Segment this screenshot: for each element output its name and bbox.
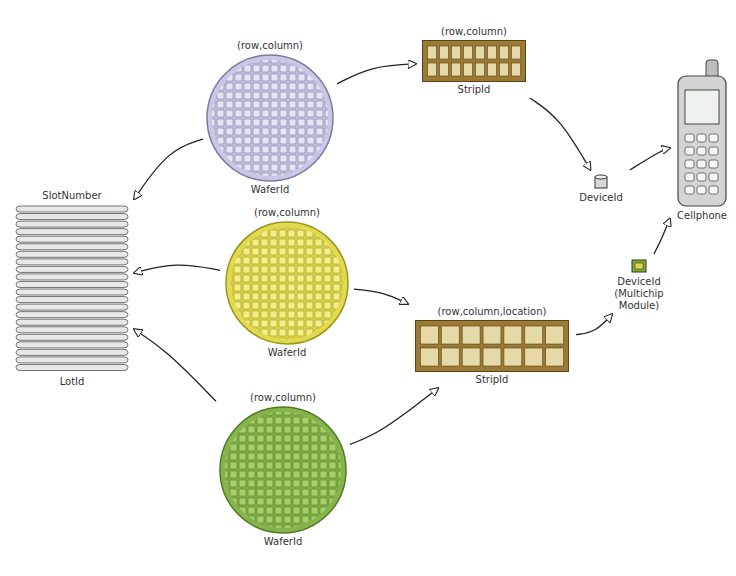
cellphone: Cellphone (672, 58, 732, 222)
node-label: (row,column) (248, 392, 318, 404)
node-label: (row,column,location) (436, 306, 549, 318)
connector-arrow (654, 218, 670, 254)
wafer: (row,column) WaferId (222, 207, 352, 359)
wafer: (row,column) WaferId (205, 40, 335, 196)
node-label: Cellphone (675, 210, 729, 222)
strip-shape (422, 40, 526, 82)
connector-arrow (576, 314, 612, 335)
strip: (row,column) StripId (418, 26, 530, 96)
lot-stack: SlotNumberLotId (12, 190, 132, 388)
connector-arrow (134, 329, 216, 401)
connector-arrow (354, 289, 408, 304)
device-shape (592, 174, 610, 190)
wafer: (row,column) WaferId (218, 392, 348, 548)
node-label: (row,column) (252, 207, 322, 219)
lot-stack-shape (14, 204, 130, 374)
node-label: LotId (58, 376, 87, 388)
connector-arrow (630, 148, 670, 170)
strip: (row,column,location) StripId (410, 306, 574, 386)
node-label: (row,column) (439, 26, 509, 38)
connector-arrow (337, 64, 416, 84)
connector-arrow (530, 98, 591, 170)
node-label: (row,column) (235, 40, 305, 52)
connector-arrow (350, 388, 438, 444)
node-label: WaferId (249, 184, 291, 196)
node-label: WaferId (266, 347, 308, 359)
connector-arrow (134, 265, 220, 273)
node-label: SlotNumber (40, 190, 103, 202)
wafer-shape (225, 221, 349, 345)
cellphone-shape (676, 60, 728, 208)
multichip-module-shape (630, 258, 648, 274)
node-label: StripId (474, 374, 511, 386)
connector-arrow (134, 139, 203, 199)
wafer-shape (219, 406, 347, 534)
node-label: WaferId (262, 536, 304, 548)
node-label: DeviceId (Multichip Module) (594, 276, 684, 312)
multichip-module: DeviceId (Multichip Module) (594, 256, 684, 312)
device: DeviceId (566, 172, 636, 204)
strip-shape (415, 320, 569, 372)
node-label: DeviceId (577, 192, 625, 204)
wafer-shape (206, 54, 334, 182)
node-label: StripId (456, 84, 493, 96)
